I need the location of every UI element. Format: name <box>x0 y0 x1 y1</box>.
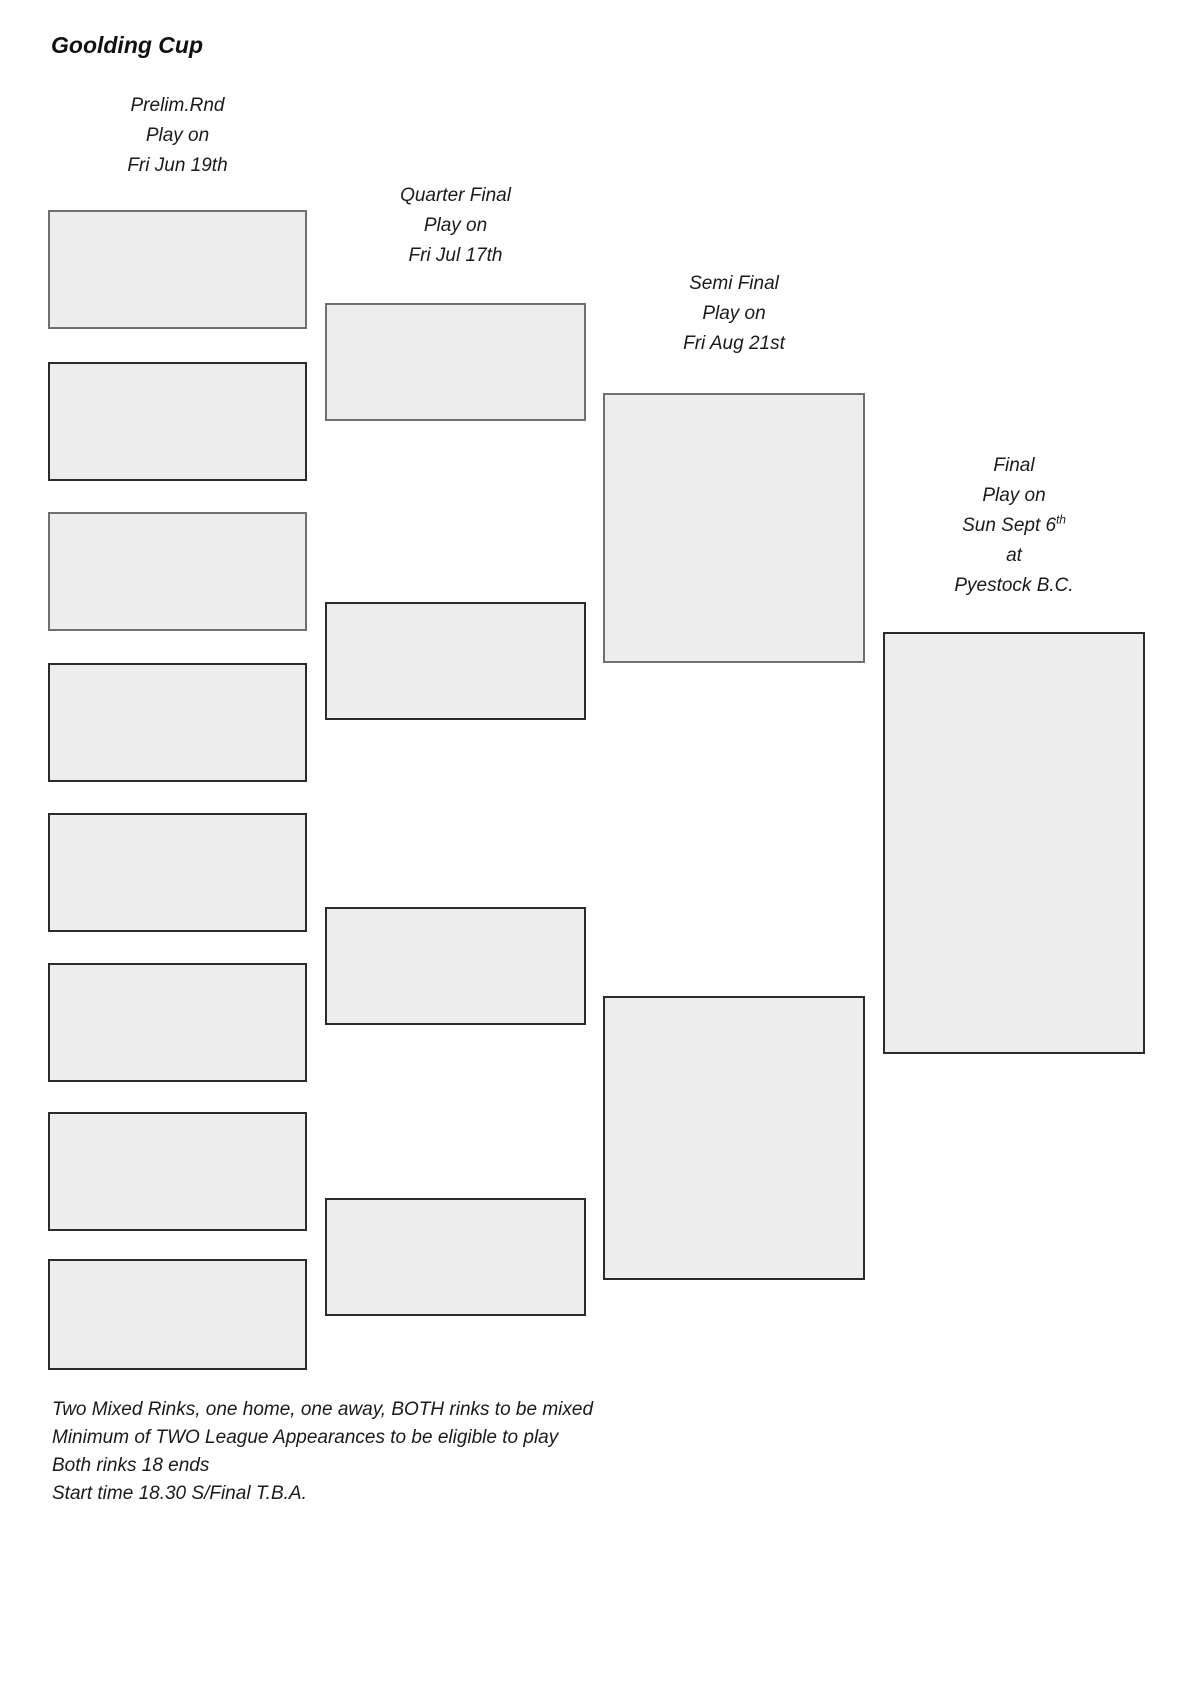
page-title: Goolding Cup <box>51 32 204 58</box>
match-box-prelim-2 <box>48 362 307 481</box>
round-header-line: Play on <box>145 125 210 146</box>
final-date-ordinal-suffix: th <box>1056 513 1066 527</box>
round-header-line: Quarter Final <box>400 185 511 206</box>
round-header-final: Final Play on Sun Sept 6th at Pyestock B… <box>883 451 1145 601</box>
round-header-line: at <box>1006 545 1022 566</box>
match-box-prelim-3 <box>48 512 307 631</box>
match-box-quarter-final-1 <box>325 303 586 421</box>
match-box-quarter-final-3 <box>325 907 586 1025</box>
round-header-line: Play on <box>423 215 488 236</box>
round-header-semi-final: Semi Final Play on Fri Aug 21st <box>603 269 865 359</box>
match-box-quarter-final-2 <box>325 602 586 720</box>
match-box-quarter-final-4 <box>325 1198 586 1316</box>
match-box-semi-final-1 <box>603 393 865 663</box>
round-header-line: Fri Aug 21st <box>683 333 785 354</box>
round-header-line: Fri Jul 17th <box>408 245 503 266</box>
match-box-prelim-6 <box>48 963 307 1082</box>
round-header-line: Final <box>993 455 1035 476</box>
notes-line-2: Minimum of TWO League Appearances to be … <box>52 1427 559 1448</box>
round-header-line: Fri Jun 19th <box>127 155 228 176</box>
match-box-prelim-5 <box>48 813 307 932</box>
match-box-prelim-1 <box>48 210 307 329</box>
match-box-semi-final-2 <box>603 996 865 1280</box>
notes-line-4: Start time 18.30 S/Final T.B.A. <box>52 1483 307 1504</box>
match-box-prelim-4 <box>48 663 307 782</box>
round-header-line: Sun Sept 6th <box>883 511 1145 541</box>
round-header-line: Play on <box>702 303 766 324</box>
round-header-line: Prelim.Rnd <box>130 95 225 116</box>
round-header-quarter-final: Quarter Final Play on Fri Jul 17th <box>325 181 586 271</box>
round-header-line: Semi Final <box>689 273 779 294</box>
notes-block: Two Mixed Rinks, one home, one away, BOT… <box>52 1396 593 1508</box>
final-date-text: Sun Sept 6 <box>962 515 1057 536</box>
notes-line-3: Both rinks 18 ends <box>52 1455 210 1476</box>
round-header-line: Pyestock B.C. <box>954 575 1074 596</box>
match-box-final <box>883 632 1145 1054</box>
match-box-prelim-8 <box>48 1259 307 1370</box>
match-box-prelim-7 <box>48 1112 307 1231</box>
round-header-prelim: Prelim.Rnd Play on Fri Jun 19th <box>48 91 307 181</box>
round-header-line: Play on <box>982 485 1046 506</box>
notes-line-1: Two Mixed Rinks, one home, one away, BOT… <box>52 1399 594 1420</box>
